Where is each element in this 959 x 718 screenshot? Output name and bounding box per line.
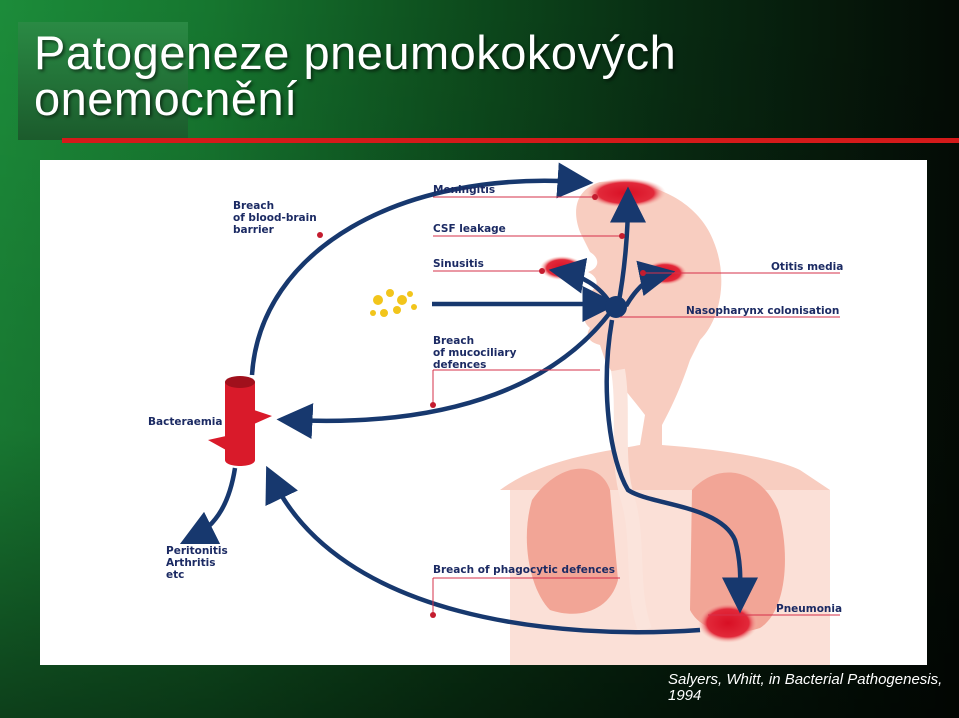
caption-line-2: 1994: [668, 687, 702, 704]
label-breach-bbb-3: barrier: [233, 224, 275, 236]
arrow-bbb: [249, 162, 594, 376]
label-breach-muco-2: of mucociliary: [433, 347, 517, 359]
label-nasopharynx: Nasopharynx colonisation: [686, 305, 839, 317]
arrow-to-otitis: [624, 260, 676, 308]
label-otitis-media: Otitis media: [771, 261, 843, 273]
arrow-to-pneumonia: [604, 319, 759, 614]
label-bacteraemia: Bacteraemia: [148, 416, 222, 428]
pneumonia-spot: [698, 603, 758, 643]
label-breach-bbb-2: of blood-brain: [233, 212, 317, 224]
arrow-to-peritonitis: [179, 467, 238, 545]
left-lung: [526, 468, 618, 614]
label-breach-muco-3: defences: [433, 359, 486, 371]
label-etc: etc: [166, 569, 184, 581]
arrow-to-meningitis: [609, 186, 646, 307]
bacteria-cluster: [370, 289, 417, 317]
label-arthritis: Arthritis: [166, 557, 215, 569]
source-caption: Salyers, Whitt, in Bacterial Pathogenesi…: [668, 672, 948, 704]
infection-pathways: [179, 162, 759, 635]
label-pneumonia: Pneumonia: [776, 603, 842, 615]
leader-dots: [317, 194, 646, 618]
title-accent-block: [18, 22, 188, 140]
blood-vessel-icon: [208, 376, 272, 466]
label-sinusitis: Sinusitis: [433, 258, 484, 270]
title-line-1: Patogeneze pneumokokových: [34, 26, 677, 79]
leader-lines: [432, 196, 840, 616]
pathogenesis-diagram: Breach of blood-brain barrier Meningitis…: [40, 160, 927, 665]
label-breach-bbb-1: Breach: [233, 200, 274, 212]
arrow-pneumonia-to-blood: [265, 465, 701, 635]
slide-title: Patogeneze pneumokokových onemocnění: [34, 26, 677, 125]
label-phagocytic: Breach of phagocytic defences: [433, 564, 615, 576]
head-shape: [500, 181, 830, 490]
label-meningitis: Meningitis: [433, 184, 495, 196]
label-csf-leakage: CSF leakage: [433, 223, 506, 235]
diagram-canvas: Breach of blood-brain barrier Meningitis…: [148, 162, 843, 665]
nasopharynx-node: [605, 296, 627, 318]
spine: [611, 368, 652, 633]
label-breach-muco-1: Breach: [433, 335, 474, 347]
arrow-to-bacteraemia: [276, 308, 614, 440]
caption-line-1: Salyers, Whitt, in Bacterial Pathogenesi…: [668, 671, 943, 688]
title-underline: [62, 138, 959, 143]
label-peritonitis: Peritonitis: [166, 545, 228, 557]
title-line-2: onemocnění: [34, 72, 298, 125]
